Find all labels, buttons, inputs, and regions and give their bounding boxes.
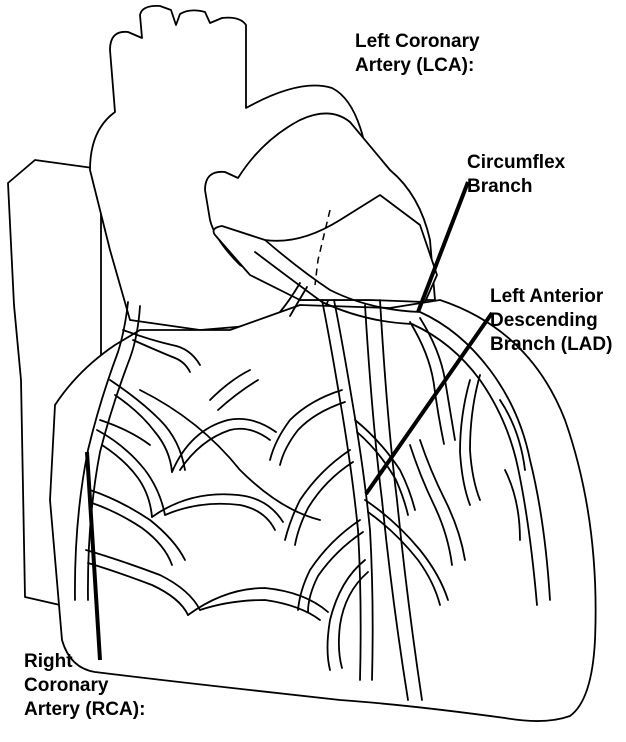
label-line: Circumflex xyxy=(467,151,565,175)
label-line: Coronary xyxy=(24,674,145,698)
label-right-coronary-artery: Right Coronary Artery (RCA): xyxy=(24,650,145,722)
label-circumflex-branch: Circumflex Branch xyxy=(467,151,565,199)
label-line: Right xyxy=(24,650,145,674)
label-line: Branch (LAD) xyxy=(490,333,612,357)
label-left-coronary-artery: Left Coronary Artery (LCA): xyxy=(355,30,480,78)
label-line: Descending xyxy=(490,309,612,333)
label-line: Left Anterior xyxy=(490,285,612,309)
label-line: Left Coronary xyxy=(355,30,480,54)
label-left-anterior-descending-branch: Left Anterior Descending Branch (LAD) xyxy=(490,285,612,357)
label-line: Branch xyxy=(467,175,565,199)
label-line: Artery (RCA): xyxy=(24,698,145,722)
label-line: Artery (LCA): xyxy=(355,54,480,78)
